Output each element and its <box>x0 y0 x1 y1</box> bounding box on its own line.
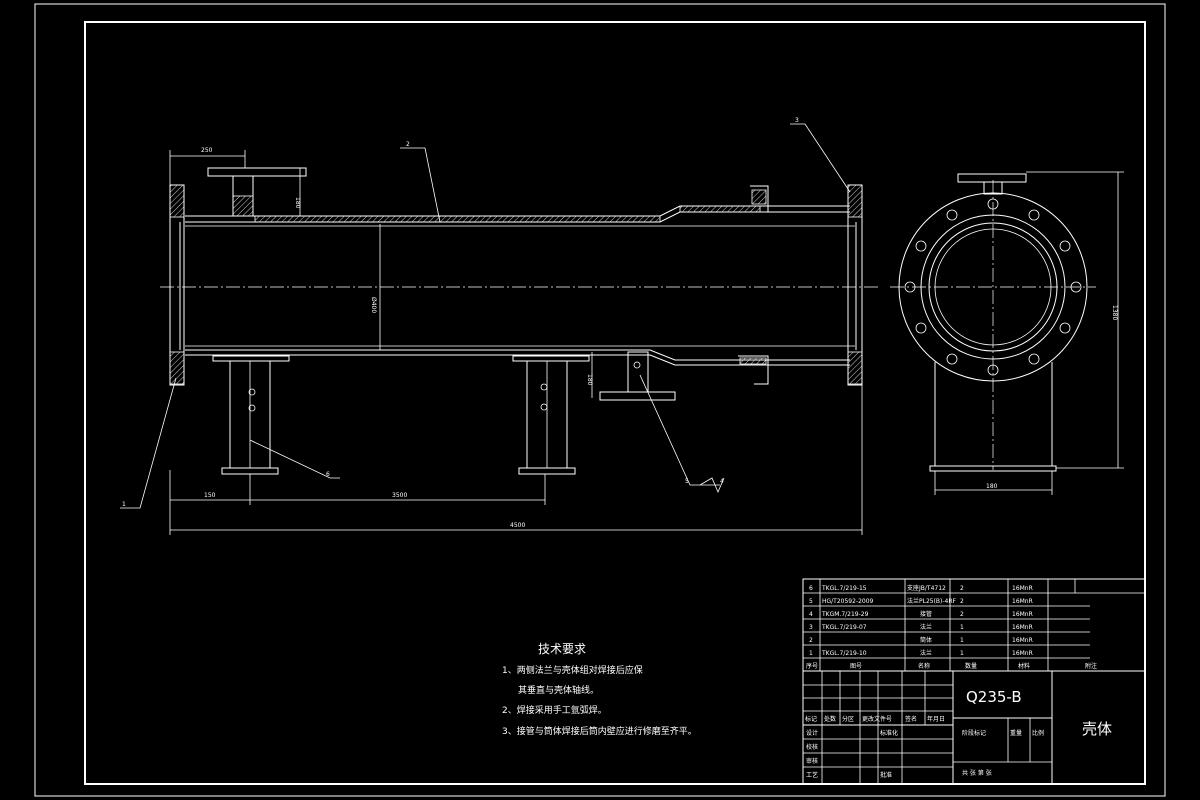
dim-lower-nozzle: 180 <box>586 374 593 386</box>
approve-label: 批准 <box>880 771 892 779</box>
bom-r1-drawing: HG/T20592-2009 <box>822 598 874 605</box>
rev-h-sign: 签名 <box>905 715 917 723</box>
dim-3500: 3500 <box>392 492 407 499</box>
dim-side-height: 1380 <box>1111 305 1118 320</box>
bom-r3-mat: 16MnR <box>1012 624 1033 631</box>
std-label: 标准化 <box>880 729 898 737</box>
bom-h-no: 序号 <box>806 662 818 670</box>
bom-r4-name: 筒体 <box>920 636 932 644</box>
scale-label: 比例 <box>1032 729 1044 737</box>
bom-r1-no: 5 <box>809 598 813 605</box>
balloon-6: 6 <box>326 471 330 478</box>
note-line-3: 2、焊接采用手工氩弧焊。 <box>502 704 607 716</box>
role-check: 校核 <box>806 743 818 751</box>
balloon-3: 3 <box>795 117 799 124</box>
weight-label: 重量 <box>1010 729 1022 737</box>
dim-side-width: 180 <box>986 483 998 490</box>
dim-4500: 4500 <box>510 522 525 529</box>
bom-r1-name: 法兰PL25(B)-4RF <box>907 597 957 605</box>
notes-title: 技术要求 <box>538 642 586 656</box>
bom-table-lines <box>802 578 1146 785</box>
balloon-5: 5 <box>685 478 689 485</box>
bom-r2-qty: 2 <box>960 611 964 618</box>
bom-r2-drawing: TKGM.7/219-29 <box>821 611 869 618</box>
rev-h-count: 处数 <box>824 715 836 723</box>
sheet-label: 共 张 第 张 <box>962 769 992 777</box>
bom-r2-mat: 16MnR <box>1012 611 1033 618</box>
note-line-1: 1、两侧法兰与壳体组对焊接后应保 <box>502 664 643 676</box>
bom-r5-drawing: TKGL.7/219-10 <box>821 650 867 657</box>
note-line-2: 其垂直与壳体轴线。 <box>518 684 599 696</box>
dim-shell-diameter: Ø400 <box>370 297 377 313</box>
role-review: 审核 <box>806 757 818 765</box>
bom-r2-no: 4 <box>809 611 813 618</box>
technical-notes: 技术要求 1、两侧法兰与壳体组对焊接后应保 其垂直与壳体轴线。 2、焊接采用手工… <box>502 642 697 737</box>
dimension-labels: 250 180 Ø400 180 150 3500 4500 180 1380 <box>201 147 1118 529</box>
outer-border <box>34 3 1166 797</box>
bom-r1-mat: 16MnR <box>1012 598 1033 605</box>
part-name: 壳体 <box>1082 720 1112 738</box>
bom-r3-drawing: TKGL.7/219-07 <box>821 624 867 631</box>
balloon-2: 2 <box>406 141 410 148</box>
rev-h-doc: 更改文件号 <box>862 715 892 723</box>
balloon-labels: 1 2 3 4 5 6 <box>122 117 799 508</box>
bom-r0-no: 6 <box>809 585 813 592</box>
front-view <box>120 123 880 535</box>
dim-250: 250 <box>201 147 213 154</box>
bom-r2-name: 接管 <box>920 610 932 618</box>
bom-r5-name: 法兰 <box>920 649 932 657</box>
bom-r3-name: 法兰 <box>920 623 932 631</box>
bom-h-qty: 数量 <box>965 662 977 670</box>
bom-h-mat: 材料 <box>1018 662 1030 670</box>
bom-r0-mat: 16MnR <box>1012 585 1033 592</box>
bom-r5-no: 1 <box>809 650 813 657</box>
material-label: Q235-B <box>966 688 1022 706</box>
bom-h-drawing: 图号 <box>850 663 862 670</box>
role-design: 设计 <box>806 729 818 737</box>
bom-r0-drawing: TKGL.7/219-15 <box>821 585 867 592</box>
bom-r5-mat: 16MnR <box>1012 650 1033 657</box>
balloon-1: 1 <box>122 501 126 508</box>
bom-r4-no: 2 <box>809 637 813 644</box>
balloon-4: 4 <box>720 478 724 485</box>
inner-border <box>84 21 1146 785</box>
bom-r1-qty: 2 <box>960 598 964 605</box>
title-block: Q235-B 壳体 标记 处数 分区 更改文件号 签名 年月日 设计 校核 审核… <box>805 688 1112 779</box>
bom-r3-qty: 1 <box>960 624 964 631</box>
rev-h-mark: 标记 <box>805 715 817 723</box>
rev-h-date: 年月日 <box>927 715 945 723</box>
rev-h-zone: 分区 <box>842 715 854 723</box>
stage-label: 阶段标记 <box>962 729 986 737</box>
bom-r5-qty: 1 <box>960 650 964 657</box>
note-line-4: 3、接管与筒体焊接后筒内壁应进行修磨至齐平。 <box>502 725 697 737</box>
bom-rows: 6 TKGL.7/219-15 支座JB/T4712 2 16MnR 5 HG/… <box>806 584 1097 670</box>
bom-r3-no: 3 <box>809 624 813 631</box>
dim-150: 150 <box>204 492 216 499</box>
bom-r0-qty: 2 <box>960 585 964 592</box>
dim-180: 180 <box>294 197 301 209</box>
side-view <box>890 171 1124 495</box>
bom-h-name: 名称 <box>918 662 930 670</box>
role-process: 工艺 <box>806 771 818 779</box>
bom-r0-name: 支座JB/T4712 <box>907 584 946 592</box>
bom-h-note: 附注 <box>1085 662 1097 670</box>
bom-r4-qty: 1 <box>960 637 964 644</box>
bom-r4-mat: 16MnR <box>1012 637 1033 644</box>
